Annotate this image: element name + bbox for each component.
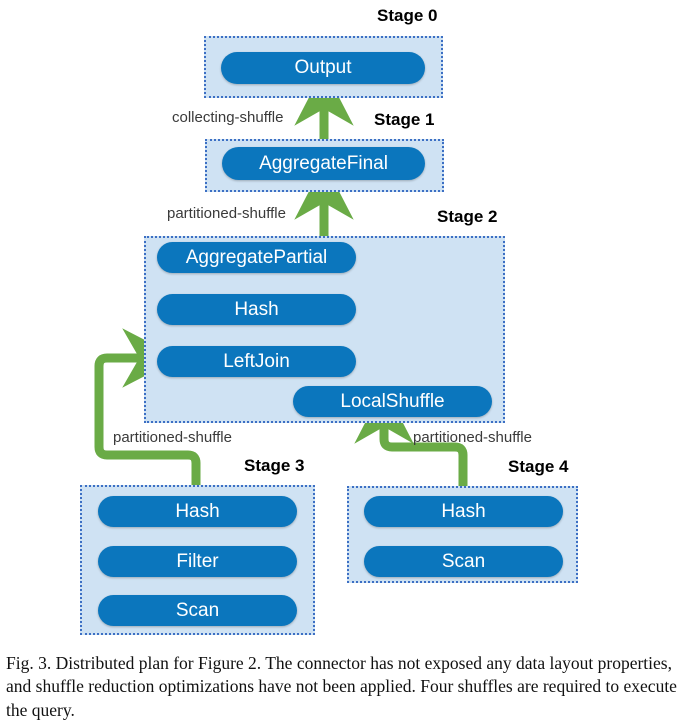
operator-left-join-label: LeftJoin [223, 350, 290, 372]
operator-local-shuffle[interactable]: LocalShuffle [293, 386, 492, 417]
operator-scan-stage4[interactable]: Scan [364, 546, 563, 577]
stage-label-3: Stage 3 [244, 456, 305, 475]
arrow-partitioned-shuffle-stage3-to-stage2 [94, 328, 201, 486]
operator-hash-stage2-label: Hash [234, 298, 279, 320]
edge-label-partitioned-shuffle-stage4: partitioned-shuffle [413, 429, 532, 446]
edge-label-partitioned-shuffle-stage2: partitioned-shuffle [167, 205, 286, 222]
operator-filter-stage3[interactable]: Filter [98, 546, 297, 577]
operator-filter-stage3-label: Filter [176, 550, 219, 572]
distributed-plan-figure: Stage 0 Output Stage 1 AggregateFinal St… [80, 6, 578, 635]
operator-aggregate-final[interactable]: AggregateFinal [222, 147, 425, 180]
operator-hash-stage2[interactable]: Hash [157, 294, 356, 325]
operator-scan-stage4-label: Scan [441, 550, 486, 572]
operator-hash-stage4[interactable]: Hash [364, 496, 563, 527]
operator-hash-stage3[interactable]: Hash [98, 496, 297, 527]
operator-output-label: Output [294, 57, 352, 78]
operator-hash-stage3-label: Hash [175, 500, 220, 522]
edge-label-collecting-shuffle: collecting-shuffle [172, 109, 284, 126]
operator-aggregate-partial-label: AggregatePartial [185, 246, 328, 268]
stage-label-1: Stage 1 [374, 110, 435, 129]
operator-left-join[interactable]: LeftJoin [157, 346, 356, 377]
stage-label-4: Stage 4 [508, 457, 569, 476]
operator-local-shuffle-label: LocalShuffle [340, 390, 445, 412]
operator-aggregate-final-label: AggregateFinal [259, 152, 388, 174]
operator-hash-stage4-label: Hash [441, 500, 486, 522]
operator-aggregate-partial[interactable]: AggregatePartial [157, 242, 356, 273]
stage-label-0: Stage 0 [377, 6, 438, 25]
operator-scan-stage3-label: Scan [175, 599, 220, 621]
arrow-partitioned-shuffle-stage4-to-stage2 [354, 386, 468, 487]
stage-label-2: Stage 2 [437, 207, 498, 226]
edge-label-partitioned-shuffle-stage3: partitioned-shuffle [113, 429, 232, 446]
operator-scan-stage3[interactable]: Scan [98, 595, 297, 626]
operator-output[interactable]: Output [221, 52, 425, 84]
figure-caption: Fig. 3. Distributed plan for Figure 2. T… [6, 653, 677, 720]
